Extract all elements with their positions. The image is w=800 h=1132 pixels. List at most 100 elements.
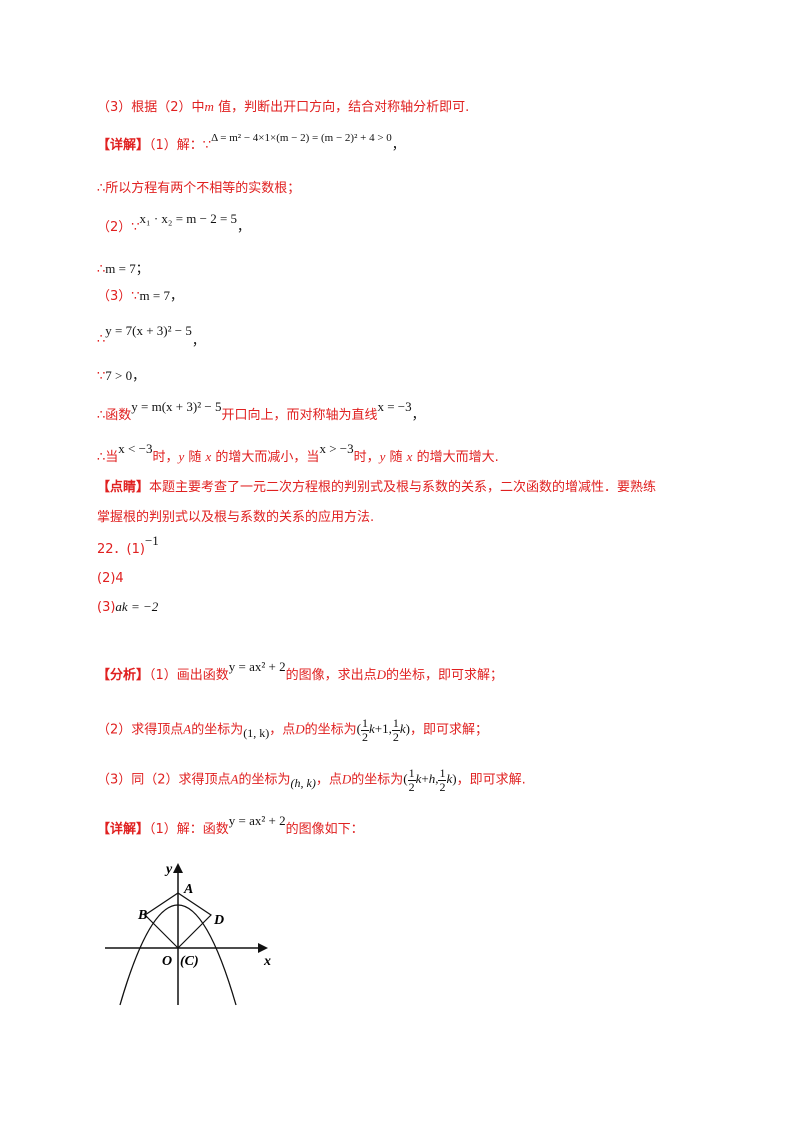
label-A: A xyxy=(183,882,193,897)
discriminant-formula: Δ = m² − 4×1×(m − 2) = (m − 2)² + 4 > 0 xyxy=(211,132,392,144)
analysis-l2-b: 的坐标为 xyxy=(191,722,244,738)
detail2-formula: y = ax² + 2 xyxy=(228,813,286,828)
analysis-l3-D: D xyxy=(341,771,352,787)
q22-label: 22．(1) xyxy=(97,542,145,557)
y-formula: y = 7(x + 3)² − 5 xyxy=(105,323,192,338)
mono-y2: y xyxy=(379,449,386,464)
seven-formula: 7 > 0 xyxy=(105,368,133,383)
y-formula-line: ∴y = 7(x + 3)² − 5， xyxy=(97,322,205,349)
q22-answer-3: (3)ak = −2 xyxy=(97,598,158,617)
func-mid: 开口向上，而对称轴为直线 xyxy=(221,408,378,423)
seven-prefix: ∵ xyxy=(97,369,106,384)
detail-tail: ， xyxy=(391,138,405,153)
x-axis-arrow-icon xyxy=(258,943,268,953)
detail-text: （1）解：∵ xyxy=(149,138,212,153)
q22-answer-2: (2)4 xyxy=(97,570,124,588)
q22-ans2: 4 xyxy=(115,571,124,586)
part2-tail: ， xyxy=(237,220,251,235)
q22-answer-1: 22．(1)−1 xyxy=(97,533,159,559)
seven-tail: ， xyxy=(132,369,146,384)
analysis-l2-A: A xyxy=(183,721,192,737)
part2-prefix: （2）∵ xyxy=(97,220,140,235)
monotonic-line: ∴当x < −3时，y 随 x 的增大而减小，当x > −3时，y 随 x 的增… xyxy=(97,441,499,467)
analysis-l2-e: ，即可求解； xyxy=(410,722,489,738)
analysis-l2-c: ，点 xyxy=(269,722,296,738)
label-x: x xyxy=(263,954,271,969)
part3-hint: （3）根据（2）中m 值，判断出开口方向，结合对称轴分析即可. xyxy=(97,98,469,117)
label-O: O xyxy=(162,954,172,969)
part3-tail: ， xyxy=(170,289,184,304)
analysis-line-1: 【分析】（1）画出函数y = ax² + 2的图像，求出点D的坐标，即可求解； xyxy=(97,659,504,685)
analysis-l1-a: （1）画出函数 xyxy=(149,668,229,683)
analysis-l2-a: （2）求得顶点 xyxy=(97,722,184,738)
analysis-l1-c: 的坐标，即可求解； xyxy=(386,668,504,683)
analysis-l3-formula: (h, k) xyxy=(290,776,316,791)
analysis-l3-c: ，点 xyxy=(315,772,342,788)
y-tail: ， xyxy=(191,334,205,349)
m-prefix: ∴ xyxy=(97,262,106,277)
hint-prefix: （3）根据（2）中 xyxy=(97,100,205,115)
analysis-l2-D: D xyxy=(295,721,305,737)
analysis-l3-d: 的坐标为 xyxy=(351,772,404,788)
analysis-l2-d: 的坐标为 xyxy=(304,722,357,738)
mono-p1: ∴当 xyxy=(97,450,119,465)
q22-ans3: ak = −2 xyxy=(115,599,159,614)
mono-x1: x xyxy=(205,449,212,464)
detail-tag: 【详解】 xyxy=(97,138,150,153)
func-prefix: ∴函数 xyxy=(97,408,132,423)
comment-line-2: 掌握根的判别式以及根与系数的关系的应用方法. xyxy=(97,510,375,525)
mono-x2: x xyxy=(406,449,413,464)
analysis-l1-d: D xyxy=(376,667,387,682)
m-tail: ； xyxy=(135,262,149,277)
analysis-l3-a: （3）同（2）求得顶点 xyxy=(97,772,231,788)
y-prefix: ∴ xyxy=(97,332,106,347)
part3-line: （3）∵m = 7， xyxy=(97,287,183,306)
parabola-figure: y x A B D O (C) xyxy=(105,862,271,1006)
mono-p6: 随 xyxy=(385,450,407,465)
analysis-l1-formula: y = ax² + 2 xyxy=(228,659,286,674)
detail-1-line: 【详解】（1）解：∵Δ = m² − 4×1×(m − 2) = (m − 2)… xyxy=(97,132,405,155)
mono-p5: 时， xyxy=(353,450,380,465)
detail2-tail: 的图像如下： xyxy=(285,822,364,837)
comment-line-1: 【点睛】本题主要考查了一元二次方程根的判别式及根与系数的关系，二次函数的增减性．… xyxy=(97,479,656,497)
analysis-tag: 【分析】 xyxy=(97,668,150,683)
detail-2-line: 【详解】（1）解：函数y = ax² + 2的图像如下： xyxy=(97,813,364,839)
q22-label-2: (2) xyxy=(97,571,116,586)
axis-formula: x = −3 xyxy=(377,399,412,414)
part3-prefix: （3）∵ xyxy=(97,289,140,304)
analysis-l3-A: A xyxy=(230,771,239,787)
q22-ans1: −1 xyxy=(144,533,159,548)
seven-gt-zero-line: ∵7 > 0， xyxy=(97,367,145,386)
mono-p4: 的增大而减小，当 xyxy=(211,450,320,465)
label-C: (C) xyxy=(180,954,199,969)
comment-text-1: 本题主要考查了一元二次方程根的判别式及根与系数的关系，二次函数的增减性．要熟练 xyxy=(149,480,657,495)
analysis-l1-b: 的图像，求出点 xyxy=(285,668,377,683)
mono-p7: 的增大而增大. xyxy=(412,450,499,465)
function-line: ∴函数y = m(x + 3)² − 5开口向上，而对称轴为直线x = −3， xyxy=(97,399,425,425)
func-tail: ， xyxy=(411,408,425,423)
m-equals-line: ∴m = 7； xyxy=(97,260,149,279)
y-axis-arrow-icon xyxy=(173,863,183,873)
analysis-l3-b: 的坐标为 xyxy=(238,772,291,788)
q22-label-3: (3) xyxy=(97,600,116,615)
analysis-l3-e: ，即可求解. xyxy=(456,772,526,788)
product-formula: x₁ · x₂ = m − 2 = 5 xyxy=(139,211,238,226)
part2-line: （2）∵x₁ · x₂ = m − 2 = 5， xyxy=(97,211,251,237)
detail2-text: （1）解：函数 xyxy=(149,822,229,837)
analysis-l2-formula: (1, k) xyxy=(243,726,270,741)
m-formula: m = 7 xyxy=(105,261,136,276)
mono-p2: 时， xyxy=(152,450,179,465)
func-formula: y = m(x + 3)² − 5 xyxy=(131,399,222,414)
square-outline xyxy=(144,892,212,949)
parabola-curve xyxy=(119,904,237,1006)
mono-p3: 随 xyxy=(184,450,206,465)
mono-f1: x < −3 xyxy=(118,441,153,456)
mono-y1: y xyxy=(178,449,185,464)
conclusion-line: ∴所以方程有两个不相等的实数根； xyxy=(97,181,301,196)
label-y: y xyxy=(164,862,173,877)
label-D: D xyxy=(213,913,224,928)
